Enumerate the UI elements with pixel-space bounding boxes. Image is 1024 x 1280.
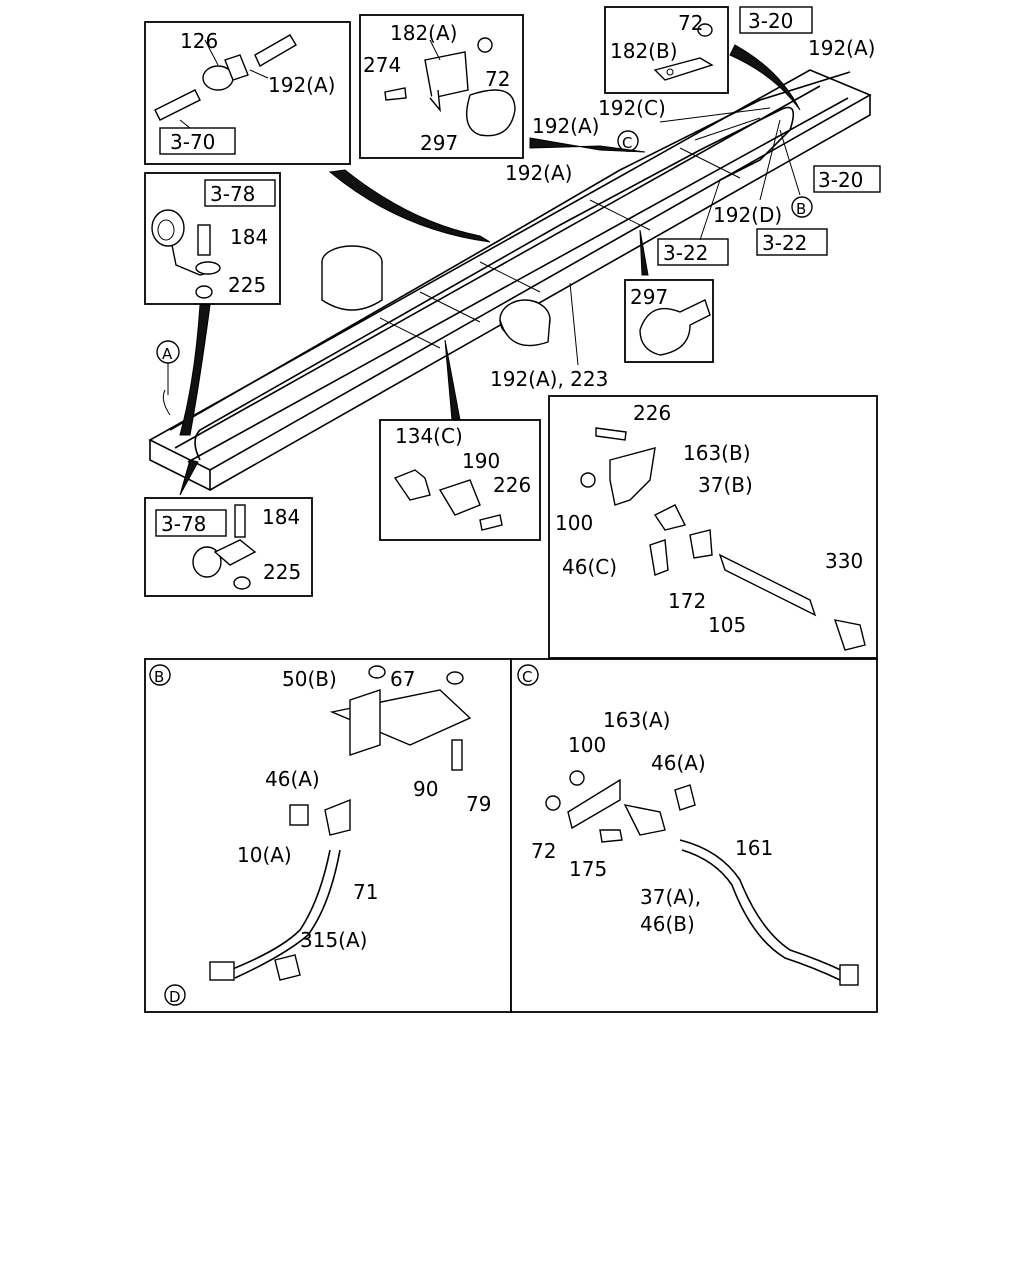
label-192a-223: 192(A), 223 bbox=[490, 367, 608, 391]
label-163b: 163(B) bbox=[683, 441, 751, 465]
label-192a-mid2: 192(A) bbox=[505, 161, 572, 185]
panel-b-callout: B bbox=[154, 668, 164, 686]
label-192c: 192(C) bbox=[598, 96, 666, 120]
label-79: 79 bbox=[466, 792, 491, 816]
panel-c-detail: C 163(A) 100 46(A) 72 175 161 37(A), 46(… bbox=[510, 658, 878, 1013]
label-172: 172 bbox=[668, 589, 706, 613]
label-161: 161 bbox=[735, 836, 773, 860]
callout-a: A bbox=[162, 345, 173, 363]
label-175: 175 bbox=[569, 857, 607, 881]
panel-c-callout: C bbox=[522, 668, 532, 686]
label-72-inset2: 72 bbox=[485, 67, 510, 91]
label-100-c: 100 bbox=[568, 733, 606, 757]
label-37a: 37(A), bbox=[640, 885, 701, 909]
label-100-right: 100 bbox=[555, 511, 593, 535]
panel-b-detail: B 50(B) 67 46(A) 90 79 10(A) 71 315(A) D bbox=[144, 658, 512, 1013]
ref-3-22-b: 3-22 bbox=[762, 231, 807, 255]
callout-b: B bbox=[796, 200, 806, 218]
label-182b: 182(B) bbox=[610, 39, 678, 63]
label-192a-mid1: 192(A) bbox=[532, 114, 599, 138]
inset-tie-297: 297 bbox=[624, 279, 714, 363]
inset-clamp-bottom: 3-78 184 225 bbox=[144, 497, 313, 597]
label-192d: 192(D) bbox=[713, 203, 782, 227]
inset-connectors-134c: 134(C) 190 226 bbox=[379, 419, 541, 541]
label-46a-b: 46(A) bbox=[265, 767, 320, 791]
label-315a: 315(A) bbox=[300, 928, 367, 952]
label-90: 90 bbox=[413, 777, 438, 801]
label-184-bot: 184 bbox=[262, 505, 300, 529]
inset-bracket-182b: 72 182(B) bbox=[604, 6, 729, 94]
label-46a-c: 46(A) bbox=[651, 751, 706, 775]
detail-brake-line-right: 226 163(B) 37(B) 100 46(C) 172 105 330 bbox=[548, 395, 878, 659]
label-184-top: 184 bbox=[230, 225, 268, 249]
label-134c: 134(C) bbox=[395, 424, 463, 448]
label-192a-topright: 192(A) bbox=[808, 36, 875, 60]
label-10a: 10(A) bbox=[237, 843, 292, 867]
label-274: 274 bbox=[363, 53, 401, 77]
ref-3-78-top: 3-78 bbox=[210, 182, 255, 206]
inset-tee-fitting: 126 192(A) 3-70 bbox=[144, 21, 351, 165]
inset-clamp-top: 3-78 184 225 bbox=[144, 172, 281, 305]
label-37b: 37(B) bbox=[698, 473, 753, 497]
label-297-inset2: 297 bbox=[420, 131, 458, 155]
label-72-c: 72 bbox=[531, 839, 556, 863]
callout-d: D bbox=[169, 988, 181, 1006]
ref-3-78-bot: 3-78 bbox=[161, 512, 206, 536]
label-163a: 163(A) bbox=[603, 708, 670, 732]
label-50b: 50(B) bbox=[282, 667, 337, 691]
label-330: 330 bbox=[825, 549, 863, 573]
label-182a: 182(A) bbox=[390, 21, 457, 45]
label-190: 190 bbox=[462, 449, 500, 473]
ref-3-70: 3-70 bbox=[170, 130, 215, 154]
label-46c: 46(C) bbox=[562, 555, 617, 579]
label-71: 71 bbox=[353, 880, 378, 904]
label-226-mid: 226 bbox=[493, 473, 531, 497]
label-126: 126 bbox=[180, 29, 218, 53]
ref-3-20-right: 3-20 bbox=[818, 168, 863, 192]
ref-3-22-a: 3-22 bbox=[663, 241, 708, 265]
label-192a-inset1: 192(A) bbox=[268, 73, 335, 97]
ref-3-20-top: 3-20 bbox=[748, 9, 793, 33]
callout-c: C bbox=[622, 134, 632, 152]
label-225-top: 225 bbox=[228, 273, 266, 297]
label-226-right: 226 bbox=[633, 401, 671, 425]
label-46b: 46(B) bbox=[640, 912, 695, 936]
chassis-frame bbox=[148, 69, 872, 492]
label-72-inset3: 72 bbox=[678, 11, 703, 35]
label-105: 105 bbox=[708, 613, 746, 637]
inset-bracket-182a: 182(A) 274 72 297 bbox=[359, 14, 524, 159]
label-297-small: 297 bbox=[630, 285, 668, 309]
label-225-bot: 225 bbox=[263, 560, 301, 584]
label-67: 67 bbox=[390, 667, 415, 691]
